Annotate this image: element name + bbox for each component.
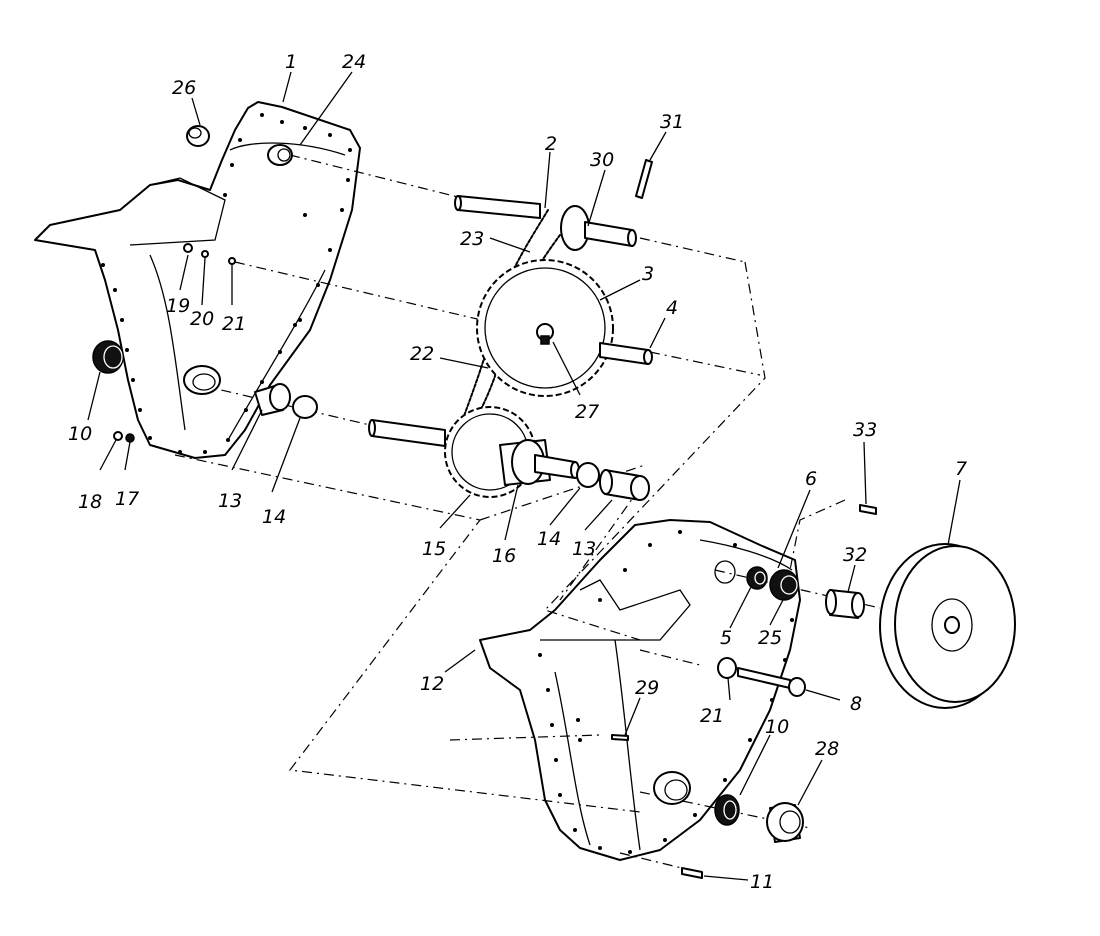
callout-24: 24 [342,51,366,73]
pulley-7 [879,543,1016,709]
callout-14-left: 14 [262,506,286,528]
callout-21-right: 21 [700,705,724,727]
leader-lines [87,71,961,881]
callout-26: 26 [172,77,196,99]
callout-13-left: 13 [218,490,242,512]
callout-15: 15 [422,538,446,560]
callout-29: 29 [635,677,659,699]
washer-18 [113,431,123,441]
callout-10-right: 10 [765,716,789,738]
right-chain-case-housing [479,519,801,861]
bushing-24 [267,144,293,166]
sprocket-30 [560,205,637,251]
callout-25: 25 [758,627,782,649]
callout-4: 4 [666,297,678,319]
callout-23: 23 [460,228,484,250]
washer-21-right [717,657,737,679]
bolt-8 [737,667,806,697]
screw-33 [859,504,877,515]
callout-22: 22 [410,343,434,365]
callout-20: 20 [190,308,214,330]
seal-25 [769,569,799,601]
callout-8: 8 [850,693,862,715]
callout-13-right: 13 [572,538,596,560]
callout-30: 30 [590,149,614,171]
callout-31: 31 [660,111,684,133]
callout-17: 17 [115,488,139,510]
callout-33: 33 [853,419,877,441]
callout-14-right: 14 [537,528,561,550]
callout-18: 18 [78,491,102,513]
bearing-13-left [254,383,291,416]
spacer-4 [599,342,653,365]
callout-19: 19 [166,295,190,317]
roll-pin-31 [635,159,653,199]
callout-28: 28 [815,738,839,760]
screw-11 [681,867,703,879]
plug-26 [186,125,210,147]
callout-labels: 1 2 3 4 5 6 7 8 10 10 11 12 13 13 14 14 … [68,51,967,893]
callout-3: 3 [642,263,654,285]
callout-10-left: 10 [68,423,92,445]
seal-10-right [714,794,740,826]
callout-11: 11 [750,871,774,893]
screw-29 [611,734,629,741]
callout-12: 12 [420,673,444,695]
nut-17 [125,433,135,443]
bushing-32 [825,589,865,619]
seal-10-left [92,340,124,374]
callout-6: 6 [805,468,817,490]
large-sprocket-3 [476,259,614,397]
callout-5: 5 [720,627,732,649]
callout-21-left: 21 [222,313,246,335]
washer-14-right [576,462,600,488]
callout-7: 7 [955,458,967,480]
lower-shaft [368,419,446,447]
left-chain-case-housing [34,101,361,459]
bearing-5 [746,566,768,590]
washer-14-left [292,395,318,419]
bearing-13-right [599,469,650,501]
callout-2: 2 [545,133,557,155]
upper-shaft-2 [454,195,541,219]
hub-16 [499,439,580,486]
cap-28 [766,802,804,843]
callout-1: 1 [285,51,297,73]
callout-27: 27 [575,401,599,423]
callout-32: 32 [843,544,867,566]
callout-16: 16 [492,545,516,567]
